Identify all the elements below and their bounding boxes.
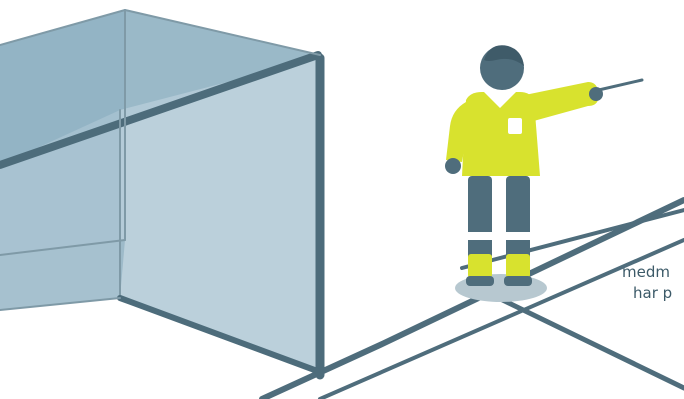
caption-line-2: har p [622, 283, 684, 304]
left-sock [468, 254, 492, 278]
right-boot [504, 276, 532, 286]
hanging-hand [445, 158, 461, 174]
soccer-goal-icon [0, 10, 320, 375]
pocket [508, 118, 522, 134]
right-knee-band [506, 232, 530, 240]
penalty-line [462, 210, 684, 268]
pointing-arm [520, 82, 598, 122]
right-sock [506, 254, 530, 278]
box-line [482, 290, 684, 388]
caption-line-1: medm [622, 262, 684, 283]
left-knee-band [468, 232, 492, 240]
referee-pointing-icon [445, 45, 642, 302]
pointing-hand [589, 87, 603, 101]
net-side [120, 58, 320, 372]
left-boot [466, 276, 494, 286]
caption-text: medm har p [622, 262, 684, 304]
